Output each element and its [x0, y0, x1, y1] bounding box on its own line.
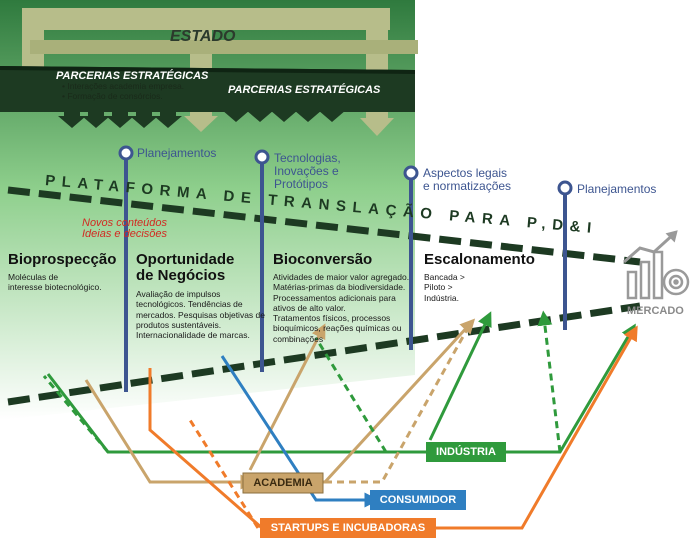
academia-flow-a [84, 379, 256, 490]
startups-flow-b [188, 419, 260, 529]
industria-flow-c [537, 310, 562, 453]
stage-desc-bioprospeccao: Moléculas de interesse biotecnológico. [8, 272, 102, 293]
parcerias-label-1: PARCERIAS ESTRATÉGICAS [56, 70, 209, 82]
stage-title-escalonamento: Escalonamento [424, 251, 535, 268]
stage-desc-bioconversao: Atividades de maior valor agregado. Maté… [273, 272, 410, 344]
industria-flow-d [42, 375, 110, 453]
consumidor-label: CONSUMIDOR [379, 494, 457, 506]
stage-title-bioprospeccao: Bioprospecção [8, 251, 117, 268]
consumidor-flow-a [220, 355, 380, 508]
industria-flow-a [46, 323, 636, 454]
stage-title-bioconversao: Bioconversão [273, 251, 373, 268]
stage-desc-escalonamento: Bancada > Piloto > Indústria. [424, 272, 465, 303]
parcerias-label-2: PARCERIAS ESTRATÉGICAS [228, 84, 381, 96]
startups-box [260, 518, 436, 538]
startups-label: STARTUPS E INCUBADORAS [270, 522, 426, 534]
parcerias-band [0, 66, 415, 112]
industria-box [426, 442, 506, 462]
mercado-label: MERCADO [627, 305, 684, 317]
stage-title-oportunidade: Oportunidade de Negócios [136, 251, 235, 284]
industria-label: INDÚSTRIA [436, 446, 496, 458]
platform-line-bottom [7, 302, 641, 406]
industria-flow-b [428, 311, 492, 441]
milestone-label-tecnologias: Tecnologias, Inovações e Protótipos [274, 151, 341, 191]
stage-desc-oportunidade: Avaliação de impulsos tecnológicos. Tend… [136, 289, 265, 341]
startups-flow-c [314, 337, 388, 453]
milestone-pins [118, 145, 573, 392]
academia-label: ACADEMIA [253, 477, 313, 489]
market-chart-icon [623, 230, 690, 300]
milestone-label-aspectos-legais: Aspectos legais e normatizações [423, 166, 512, 193]
novos-conteudos-label: Novos conteúdos Ideias e decisões [82, 217, 167, 240]
parcerias-bullets: • Interações academia empresa. • Formaçã… [62, 81, 185, 101]
down-arrows [58, 104, 346, 128]
estado-label: ESTADO [170, 28, 236, 45]
academia-box [242, 472, 324, 494]
consumidor-box [370, 490, 466, 510]
academia-flow-c [248, 323, 326, 471]
milestone-label-planejamentos: Planejamentos [137, 146, 217, 160]
milestone-label-planejamentos-2: Planejamentos [577, 182, 657, 196]
academia-flow-d [325, 323, 472, 484]
platform-line-top [7, 186, 641, 266]
